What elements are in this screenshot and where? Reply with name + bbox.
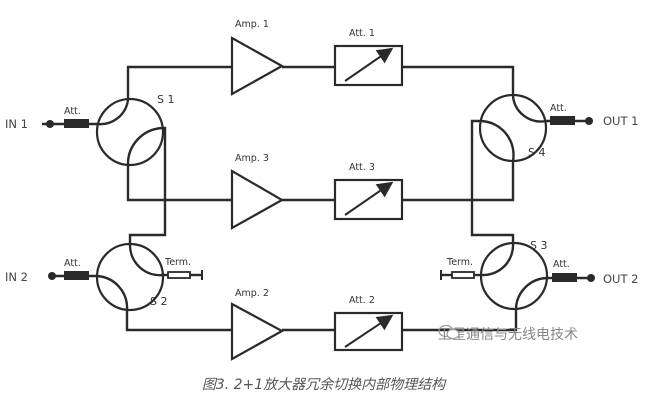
att1-label: Att. 1 (349, 28, 375, 39)
fixed-att-label: Att. (553, 259, 570, 270)
variable-attenuator-att3: Att. 3 (333, 162, 404, 221)
s2-label: S 2 (150, 295, 167, 308)
in2-label: IN 2 (5, 270, 28, 284)
wire-s2-amp2 (125, 310, 232, 332)
wire-att3-s4 (403, 161, 515, 202)
termination-s2: Term. (164, 257, 203, 280)
wire-s1-s2 (128, 126, 167, 245)
term-label: Term. (446, 257, 473, 268)
termination-s3: Term. (440, 257, 475, 280)
out2-label: OUT 2 (603, 272, 638, 286)
amplifier-amp1: Amp. 1 (230, 19, 285, 96)
switch-s2: S 2 (95, 242, 167, 312)
wire-s1-amp3 (126, 165, 232, 202)
wire-att1-s4 (403, 65, 515, 96)
out2-port (587, 274, 595, 282)
in1-label: IN 1 (5, 117, 28, 131)
wire-s4-s3 (470, 119, 515, 243)
s3-label: S 3 (530, 239, 547, 252)
amplifier-amp2: Amp. 2 (230, 288, 285, 361)
out1-label: OUT 1 (603, 114, 638, 128)
variable-attenuator-att1: Att. 1 (333, 28, 404, 87)
fixed-attenuator-in1: Att. (64, 106, 89, 128)
s4-label: S 4 (528, 146, 545, 159)
amp3-label: Amp. 3 (235, 153, 269, 164)
switch-s1: S 1 (95, 93, 174, 167)
switch-s4: S 4 (478, 93, 548, 163)
wire-s1-amp1 (126, 65, 232, 100)
watermark: 卫星通信与无线电技术 (438, 324, 578, 344)
fixed-attenuator-out2: Att. (552, 259, 577, 282)
fixed-attenuator-out1: Att. (550, 103, 575, 125)
wire-att2-s3 (403, 308, 518, 332)
s1-label: S 1 (157, 93, 174, 106)
amp1-label: Amp. 1 (235, 19, 269, 30)
term-label: Term. (164, 257, 191, 268)
in2-port (48, 272, 56, 280)
in1-port (46, 120, 54, 128)
att2-label: Att. 2 (349, 295, 375, 306)
wechat-icon (438, 324, 460, 340)
switch-s3: S 3 (479, 239, 549, 311)
figure-caption: 图3. 2+1放大器冗余切换内部物理结构 (201, 377, 446, 393)
fixed-att-label: Att. (64, 106, 81, 117)
fixed-attenuator-in2: Att. (64, 258, 89, 280)
fixed-att-label: Att. (64, 258, 81, 269)
out1-port (585, 117, 593, 125)
watermark-text: 卫星通信与无线电技术 (438, 327, 578, 343)
variable-attenuator-att2: Att. 2 (333, 295, 404, 352)
fixed-att-label: Att. (550, 103, 567, 114)
amp2-label: Amp. 2 (235, 288, 269, 299)
att3-label: Att. 3 (349, 162, 375, 173)
amplifier-amp3: Amp. 3 (230, 153, 285, 230)
